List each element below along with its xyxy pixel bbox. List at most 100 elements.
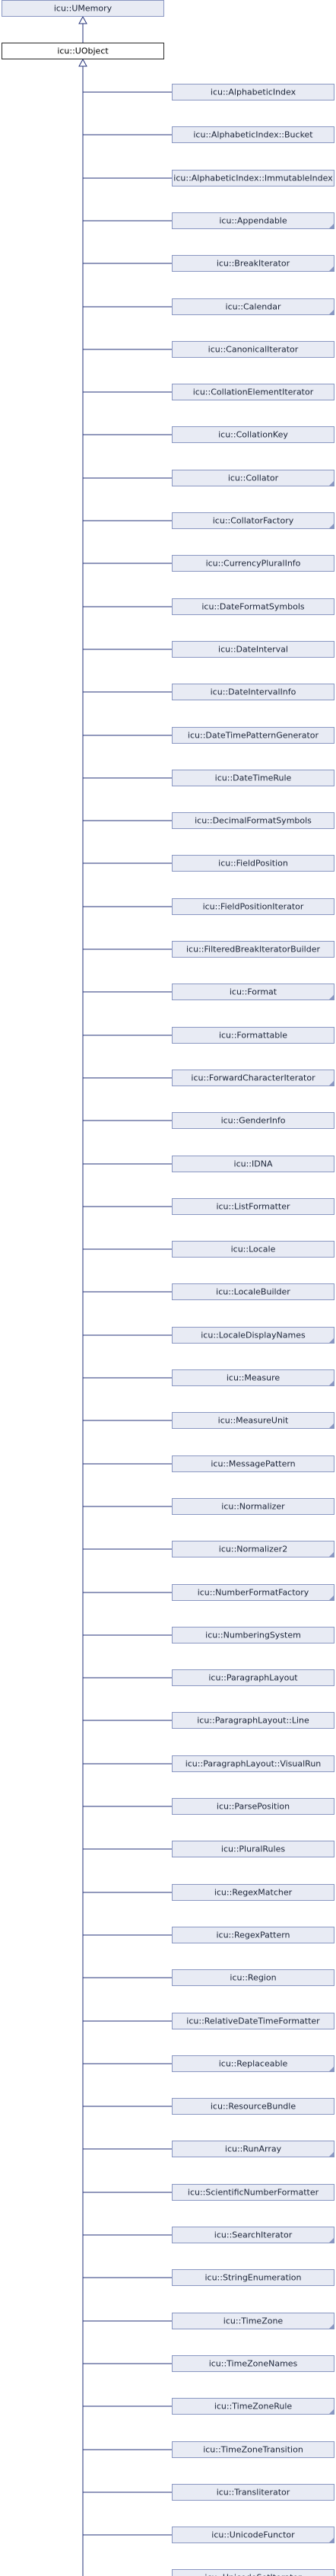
class-label: icu::CanonicalIterator <box>208 345 299 355</box>
subclass-node[interactable]: icu::ScientificNumberFormatter <box>172 2184 334 2201</box>
class-label: icu::Appendable <box>219 216 287 226</box>
subclass-node[interactable]: icu::TimeZoneNames <box>172 2355 334 2372</box>
subclass-node[interactable]: icu::ResourceBundle <box>172 2098 334 2115</box>
more-subclasses-marker <box>329 310 334 314</box>
class-label: icu::Collator <box>228 473 279 483</box>
class-label: icu::Transliterator <box>217 2488 290 2498</box>
subclass-node[interactable]: icu::LocaleDisplayNames <box>172 1327 334 1344</box>
subclass-node[interactable]: icu::CurrencyPluralInfo <box>172 555 334 572</box>
subclass-node[interactable]: icu::DateTimePatternGenerator <box>172 727 334 744</box>
class-label: icu::MessagePattern <box>211 1459 295 1469</box>
subclass-node[interactable]: icu::Locale <box>172 1241 334 1258</box>
subclass-node[interactable]: icu::ParagraphLayout::Line <box>172 1712 334 1729</box>
focus-class-node[interactable]: icu::UObject <box>2 43 164 59</box>
subclass-node[interactable]: icu::SearchIterator <box>172 2227 334 2243</box>
subclass-node[interactable]: icu::Appendable <box>172 212 334 229</box>
subclass-node[interactable]: icu::Normalizer <box>172 1498 334 1515</box>
subclass-node[interactable]: icu::Format <box>172 984 334 1000</box>
class-label: icu::Format <box>230 987 277 997</box>
class-label: icu::Normalizer <box>221 1502 285 1512</box>
subclass-node[interactable]: icu::CanonicalIterator <box>172 341 334 358</box>
class-label: icu::AlphabeticIndex::Bucket <box>193 130 313 140</box>
subclass-node[interactable]: icu::Normalizer2 <box>172 1541 334 1557</box>
class-label: icu::DateIntervalInfo <box>211 687 296 697</box>
base-class-node[interactable]: icu::UMemory <box>2 0 164 17</box>
subclass-node[interactable]: icu::ListFormatter <box>172 1198 334 1215</box>
subclass-node[interactable]: icu::MessagePattern <box>172 1455 334 1472</box>
subclass-node[interactable]: icu::ParagraphLayout::VisualRun <box>172 1755 334 1772</box>
class-label: icu::GenderInfo <box>221 1116 286 1126</box>
class-label: icu::ListFormatter <box>216 1202 290 1212</box>
inheritance-edges <box>78 15 172 2576</box>
subclass-node[interactable]: icu::CollationElementIterator <box>172 384 334 400</box>
subclass-node[interactable]: icu::ParsePosition <box>172 1798 334 1815</box>
subclass-node[interactable]: icu::DateIntervalInfo <box>172 684 334 700</box>
subclass-node[interactable]: icu::DecimalFormatSymbols <box>172 812 334 829</box>
subclass-node[interactable]: icu::AlphabeticIndex::ImmutableIndex <box>172 170 334 187</box>
subclass-node[interactable]: icu::MeasureUnit <box>172 1412 334 1429</box>
subclass-node[interactable]: icu::AlphabeticIndex::Bucket <box>172 126 334 143</box>
class-label: icu::CollatorFactory <box>213 516 294 526</box>
class-label: icu::UObject <box>57 46 109 56</box>
subclass-node[interactable]: icu::Collator <box>172 470 334 486</box>
class-label: icu::Locale <box>231 1245 276 1255</box>
class-label: icu::DecimalFormatSymbols <box>195 816 312 826</box>
subclass-node[interactable]: icu::Formattable <box>172 1027 334 1044</box>
class-label: icu::ResourceBundle <box>211 2102 296 2112</box>
subclass-node[interactable]: icu::FieldPositionIterator <box>172 898 334 915</box>
subclass-node[interactable]: icu::TimeZoneTransition <box>172 2441 334 2458</box>
class-label: icu::NumberingSystem <box>205 1631 301 1640</box>
class-label: icu::RegexMatcher <box>214 1888 293 1898</box>
more-subclasses-marker <box>329 2409 334 2414</box>
class-label: icu::CurrencyPluralInfo <box>206 559 301 569</box>
class-label: icu::ParagraphLayout::VisualRun <box>185 1759 322 1769</box>
subclass-node[interactable]: icu::AlphabeticIndex <box>172 84 334 100</box>
subclass-node[interactable]: icu::UnicodeFunctor <box>172 2527 334 2543</box>
subclass-node[interactable]: icu::FilteredBreakIteratorBuilder <box>172 941 334 958</box>
class-label: icu::IDNA <box>234 1159 273 1169</box>
more-subclasses-marker <box>329 2152 334 2157</box>
subclass-node[interactable]: icu::UnicodeSetIterator <box>172 2569 334 2576</box>
subclass-node[interactable]: icu::LocaleBuilder <box>172 1283 334 1300</box>
more-subclasses-marker <box>329 2238 334 2243</box>
subclass-node[interactable]: icu::DateInterval <box>172 641 334 658</box>
class-label: icu::TimeZoneNames <box>209 2359 298 2369</box>
subclass-node[interactable]: icu::NumberFormatFactory <box>172 1584 334 1601</box>
subclass-node[interactable]: icu::TimeZone <box>172 2313 334 2329</box>
more-subclasses-marker <box>329 2324 334 2329</box>
subclass-node[interactable]: icu::Replaceable <box>172 2055 334 2072</box>
subclass-node[interactable]: icu::GenderInfo <box>172 1112 334 1129</box>
subclass-node[interactable]: icu::IDNA <box>172 1156 334 1172</box>
class-label: icu::UMemory <box>54 4 113 14</box>
class-label: icu::DateTimeRule <box>215 773 292 783</box>
inheritance-arrowhead <box>78 15 87 24</box>
subclass-node[interactable]: icu::RegexMatcher <box>172 1884 334 1901</box>
subclass-node[interactable]: icu::ParagraphLayout <box>172 1669 334 1686</box>
class-label: icu::RegexPattern <box>216 1930 290 1940</box>
subclass-node[interactable]: icu::DateFormatSymbols <box>172 598 334 615</box>
subclass-node[interactable]: icu::NumberingSystem <box>172 1627 334 1643</box>
class-label: icu::SearchIterator <box>214 2230 293 2240</box>
subclass-node[interactable]: icu::DateTimeRule <box>172 770 334 786</box>
subclass-node[interactable]: icu::TimeZoneRule <box>172 2398 334 2415</box>
subclass-node[interactable]: icu::Calendar <box>172 298 334 315</box>
subclass-node[interactable]: icu::StringEnumeration <box>172 2269 334 2286</box>
class-label: icu::TimeZoneTransition <box>203 2445 303 2455</box>
class-label: icu::DateInterval <box>218 645 288 655</box>
subclass-node[interactable]: icu::RunArray <box>172 2141 334 2157</box>
subclass-node[interactable]: icu::RelativeDateTimeFormatter <box>172 2013 334 2029</box>
subclass-node[interactable]: icu::BreakIterator <box>172 255 334 272</box>
subclass-node[interactable]: icu::FieldPosition <box>172 855 334 872</box>
more-subclasses-marker <box>329 1596 334 1600</box>
class-label: icu::Region <box>230 1973 276 1983</box>
subclass-node[interactable]: icu::ForwardCharacterIterator <box>172 1070 334 1086</box>
class-label: icu::LocaleBuilder <box>216 1287 290 1297</box>
inheritance-arrowhead <box>78 58 87 67</box>
subclass-node[interactable]: icu::Transliterator <box>172 2484 334 2501</box>
subclass-node[interactable]: icu::Measure <box>172 1369 334 1386</box>
subclass-node[interactable]: icu::Region <box>172 1969 334 1986</box>
subclass-node[interactable]: icu::RegexPattern <box>172 1927 334 1943</box>
subclass-node[interactable]: icu::CollationKey <box>172 426 334 443</box>
subclass-node[interactable]: icu::CollatorFactory <box>172 512 334 529</box>
subclass-node[interactable]: icu::PluralRules <box>172 1841 334 1857</box>
